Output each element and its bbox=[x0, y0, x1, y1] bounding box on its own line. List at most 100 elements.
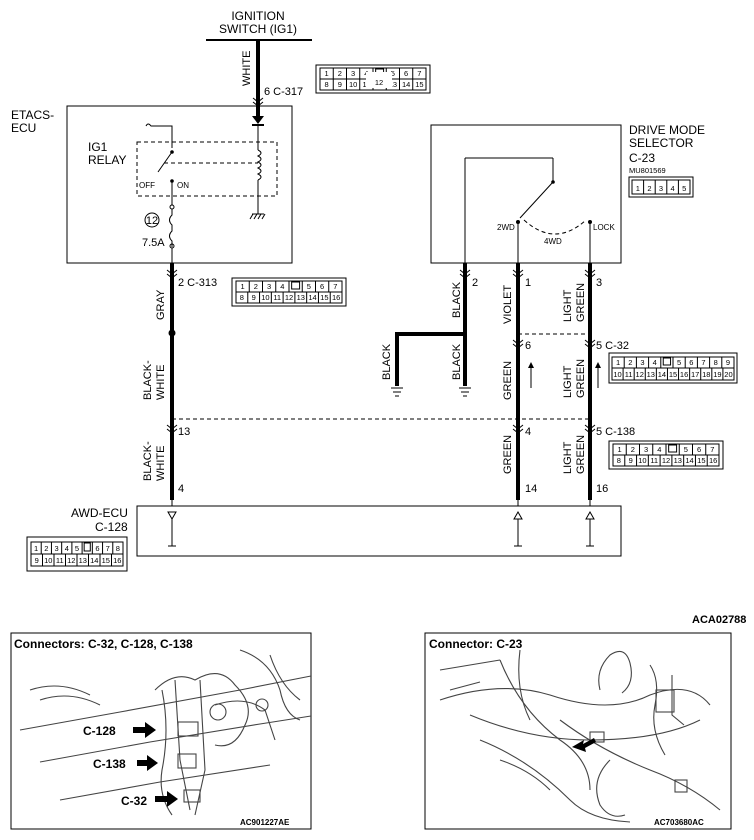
connector-pin-c138-1: 1 bbox=[618, 445, 622, 454]
connector-lock-tab bbox=[83, 542, 91, 552]
connector-pin-c32-5: 5 bbox=[677, 358, 681, 367]
ground-icon bbox=[391, 387, 403, 397]
mode-switch-icon bbox=[464, 157, 592, 263]
connector-chevron bbox=[166, 428, 178, 434]
pos-4wd-label: 4WD bbox=[544, 237, 562, 246]
black-wire-label: BLACK bbox=[451, 281, 463, 318]
connector-pin-c317-8: 8 bbox=[325, 80, 329, 89]
connector-pin-c138-11: 11 bbox=[650, 456, 658, 465]
connector-chevron bbox=[512, 424, 524, 430]
c138-terminal-label: 5 C-138 bbox=[596, 426, 635, 438]
terminal-4: 4 bbox=[525, 426, 531, 438]
drive-mode-part-number: MU801569 bbox=[629, 166, 666, 175]
connector-c317-icon: 123456789101113141512 bbox=[315, 64, 431, 94]
connector-pin-c128-14: 14 bbox=[90, 556, 98, 565]
connector-pin-c313-11: 11 bbox=[273, 293, 281, 302]
connector-pin-c138-6: 6 bbox=[697, 445, 701, 454]
drive-mode-connector-label: C-23 bbox=[629, 151, 655, 165]
connector-chevron bbox=[584, 339, 596, 345]
connector-pin-c128-11: 11 bbox=[56, 556, 64, 565]
connector-pin-c32-11: 11 bbox=[625, 370, 633, 379]
connector-pin-c128-3: 3 bbox=[54, 544, 58, 553]
panel-left-c128-label: C-128 bbox=[83, 724, 116, 738]
connector-pin-c138-9: 9 bbox=[629, 456, 633, 465]
connector-lock-tab bbox=[662, 357, 672, 366]
panel-left-c138-label: C-138 bbox=[93, 757, 126, 771]
connector-chevron bbox=[252, 97, 264, 103]
connector-pin-c313-9: 9 bbox=[252, 293, 256, 302]
connector-chevron bbox=[584, 428, 596, 434]
connector-pin-c32-17: 17 bbox=[691, 370, 699, 379]
figure-code: ACA02788 bbox=[692, 614, 746, 626]
connector-chevron bbox=[459, 273, 471, 279]
connector-chevron bbox=[512, 339, 524, 345]
connector-pin-c138-8: 8 bbox=[617, 456, 621, 465]
connector-pin-c32-12: 12 bbox=[636, 370, 644, 379]
light-green-wire-label-2: GREEN bbox=[575, 283, 587, 322]
connector-location-panel-left: Connectors: C-32, C-128, C-138 C-128 C-1… bbox=[10, 632, 312, 830]
connector-chevron bbox=[512, 428, 524, 434]
connector-pin-c128-7: 7 bbox=[106, 544, 110, 553]
connector-pin-c32-15: 15 bbox=[669, 370, 677, 379]
connector-pin-c317-13: 13 bbox=[389, 80, 397, 89]
connector-pin-c32-9: 9 bbox=[726, 358, 730, 367]
connector-pin-c32-7: 7 bbox=[701, 358, 705, 367]
connector-pin-c313-1: 1 bbox=[241, 282, 245, 291]
connector-pin-c317-1: 1 bbox=[325, 69, 329, 78]
drive-mode-selector-box bbox=[430, 124, 622, 264]
connector-pin-c313-4: 4 bbox=[280, 282, 284, 291]
connector-pin-c313-8: 8 bbox=[240, 293, 244, 302]
connector-pin-c23-2: 2 bbox=[647, 184, 651, 193]
panel-left-code: AC901227AE bbox=[240, 818, 290, 827]
connector-pin-c317-15: 15 bbox=[415, 80, 423, 89]
connector-chevron bbox=[512, 273, 524, 279]
connector-pin-c317-14: 14 bbox=[402, 80, 410, 89]
black-white-wire-label-3: BLACK- bbox=[142, 441, 154, 481]
terminal-1: 1 bbox=[525, 277, 531, 289]
connector-pin-c32-1: 1 bbox=[616, 358, 620, 367]
connector-pin-c317-3: 3 bbox=[351, 69, 355, 78]
connector-chevron bbox=[252, 101, 264, 107]
ignition-switch-label: IGNITION bbox=[231, 9, 284, 23]
connector-pin-c128-4: 4 bbox=[65, 544, 69, 553]
fuse-rating: 7.5A bbox=[142, 237, 165, 249]
black-wire-label-2: BLACK bbox=[381, 343, 393, 380]
drive-mode-selector-label-2: SELECTOR bbox=[629, 136, 694, 150]
connector-pin-c313-14: 14 bbox=[308, 293, 316, 302]
black-white-wire-label: BLACK- bbox=[142, 360, 154, 400]
light-green-wire-label: LIGHT bbox=[562, 289, 574, 322]
light-green-wire-label-5: LIGHT bbox=[562, 441, 574, 474]
connector-pin-c313-15: 15 bbox=[320, 293, 328, 302]
arrow-up-icon bbox=[595, 362, 601, 388]
connector-pin-c32-6: 6 bbox=[689, 358, 693, 367]
connector-location-panel-right: Connector: C-23 AC703680AC bbox=[424, 632, 732, 830]
connector-pin-c138-2: 2 bbox=[631, 445, 635, 454]
connector-pin-c32-3: 3 bbox=[640, 358, 644, 367]
panel-right-title: Connector: C-23 bbox=[429, 637, 523, 651]
connector-pin-c138-16: 16 bbox=[709, 456, 717, 465]
connector-pin-c317-9: 9 bbox=[338, 80, 342, 89]
awd-ecu-label: AWD-ECU bbox=[71, 506, 128, 520]
white-wire-label: WHITE bbox=[241, 51, 253, 86]
black-white-wire-label-2: WHITE bbox=[155, 365, 167, 400]
connector-pin-c317-6: 6 bbox=[404, 69, 408, 78]
green-wire-label-2: GREEN bbox=[502, 435, 514, 474]
connector-pin-c313-6: 6 bbox=[320, 282, 324, 291]
connector-pin-c313-3: 3 bbox=[267, 282, 271, 291]
etacs-ecu-label-2: ECU bbox=[11, 121, 36, 135]
connector-pin-c128-16: 16 bbox=[113, 556, 121, 565]
connector-pin-c317-7: 7 bbox=[417, 69, 421, 78]
connector-pin-c138-3: 3 bbox=[644, 445, 648, 454]
relay-on-label: ON bbox=[177, 181, 189, 190]
terminal-16: 16 bbox=[596, 483, 608, 495]
connector-pin-c138-10: 10 bbox=[638, 456, 646, 465]
connector-chevron bbox=[584, 273, 596, 279]
connector-chevron bbox=[512, 343, 524, 349]
connector-pin-c313-12: 12 bbox=[285, 293, 293, 302]
arrow-up-icon bbox=[528, 362, 534, 388]
diode-icon bbox=[252, 106, 264, 142]
connector-pin-c317-12: 12 bbox=[375, 78, 383, 87]
black-white-wire-label-4: WHITE bbox=[155, 446, 167, 481]
